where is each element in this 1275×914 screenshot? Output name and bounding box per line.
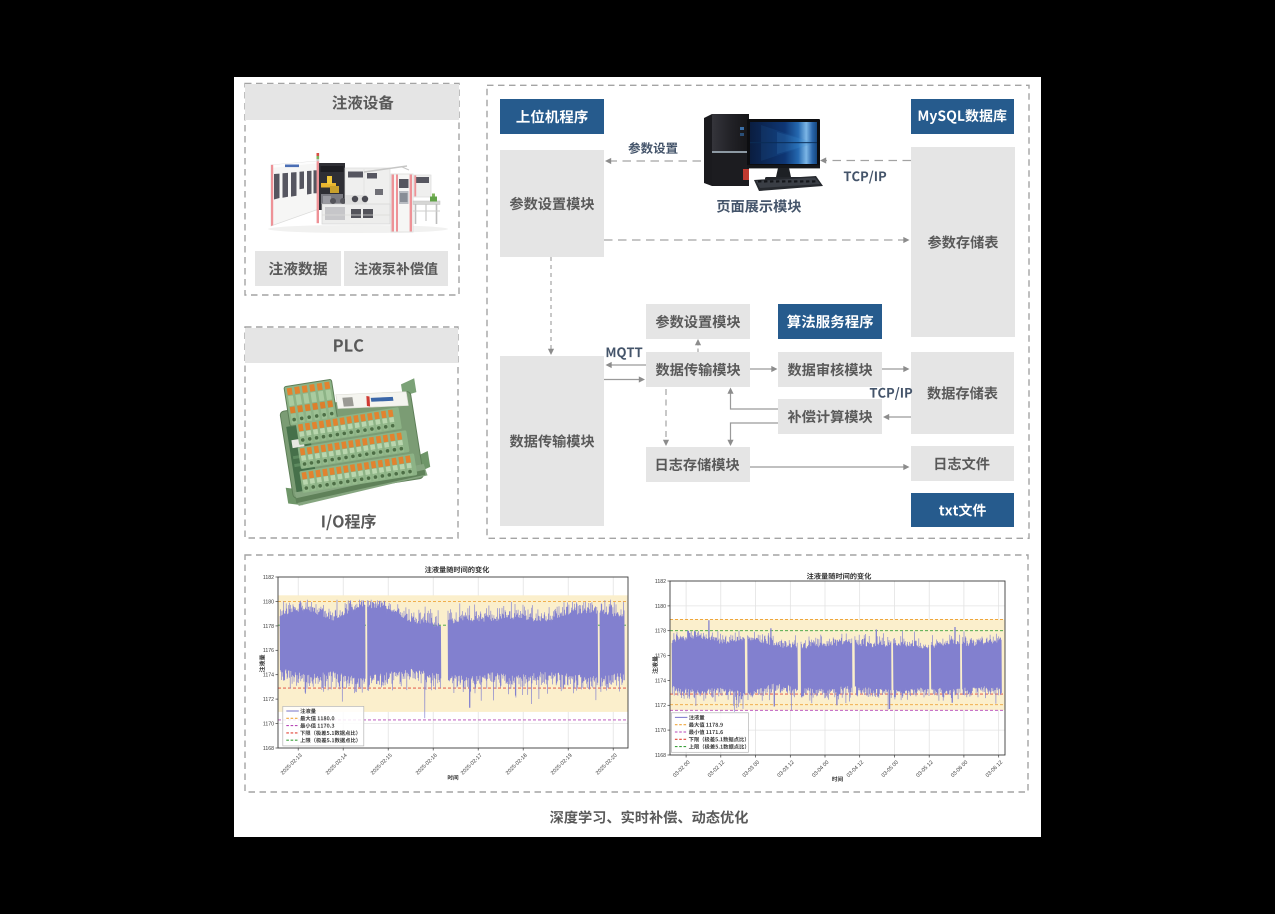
svg-text:1172: 1172 (655, 703, 666, 709)
svg-text:1176: 1176 (263, 648, 274, 654)
svg-text:1180: 1180 (655, 604, 666, 610)
svg-text:1168: 1168 (655, 753, 666, 759)
svg-text:1176: 1176 (655, 654, 666, 660)
svg-text:1170: 1170 (655, 728, 666, 734)
svg-text:1182: 1182 (263, 575, 274, 581)
svg-text:1178: 1178 (263, 624, 274, 630)
svg-text:1172: 1172 (263, 697, 274, 703)
svg-text:1168: 1168 (263, 746, 274, 752)
svg-text:1182: 1182 (655, 579, 666, 585)
svg-text:1180: 1180 (263, 599, 274, 605)
svg-text:1174: 1174 (263, 673, 274, 679)
svg-text:1170: 1170 (263, 722, 274, 728)
svg-text:1174: 1174 (655, 678, 666, 684)
svg-text:1178: 1178 (655, 629, 666, 635)
